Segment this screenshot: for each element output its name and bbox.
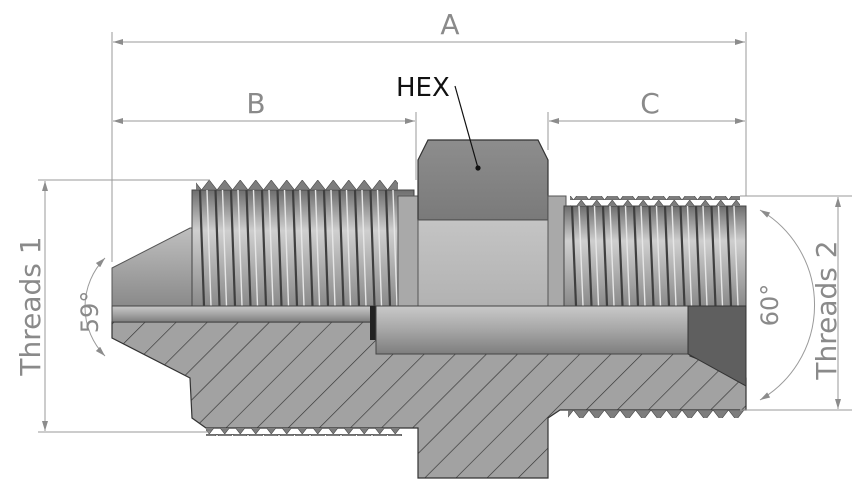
thread-highlight [314, 189, 321, 307]
thread-highlight [283, 189, 290, 307]
bore-step [370, 306, 378, 340]
dim-label-a: A [440, 8, 459, 41]
angle-arc-right [759, 209, 815, 401]
thread-groove [369, 189, 376, 307]
thread-groove [710, 205, 717, 307]
thread-highlight [345, 189, 352, 307]
thread-highlight [593, 205, 600, 307]
angle-label-left: 59° [76, 291, 104, 334]
thread-highlight [686, 205, 693, 307]
bore-left [111, 305, 375, 323]
thread-highlight [702, 205, 708, 307]
right-neck [547, 195, 567, 307]
right-cone-seat [687, 305, 747, 387]
right-thread-crests-bottom [568, 410, 744, 418]
dim-label-threads-2: Threads 2 [810, 240, 843, 380]
thread-groove [322, 189, 330, 307]
thread-highlight [330, 189, 336, 307]
hex-label: HEX [396, 73, 450, 103]
thread-highlight [376, 189, 383, 307]
thread-highlight [206, 189, 212, 307]
hex-flat-lower [417, 219, 549, 307]
bore-right [375, 305, 691, 355]
left-cone [111, 227, 197, 307]
thread-groove [601, 205, 609, 307]
thread-groove [384, 189, 392, 307]
thread-groove [617, 205, 624, 307]
dim-label-c: C [640, 87, 660, 120]
thread-highlight [392, 189, 398, 307]
thread-highlight [237, 189, 243, 307]
thread-groove [570, 205, 578, 307]
thread-groove [291, 189, 299, 307]
thread-highlight [578, 205, 584, 307]
hex-leader-line [454, 85, 479, 169]
dim-label-b: B [246, 87, 265, 120]
right-thread-crests [570, 196, 740, 206]
thread-groove [245, 189, 252, 307]
thread-highlight [299, 189, 305, 307]
thread-groove [307, 189, 314, 307]
left-neck [397, 195, 419, 307]
thread-groove [694, 205, 702, 307]
angle-arc-left [84, 257, 106, 357]
thread-highlight [624, 205, 631, 307]
fitting-exterior [111, 139, 747, 307]
right-thread-grooves [570, 205, 739, 307]
thread-groove [229, 189, 237, 307]
fitting-section [111, 305, 747, 479]
thread-highlight [268, 189, 274, 307]
thread-highlight [361, 189, 367, 307]
thread-highlight [640, 205, 646, 307]
angle-label-right: 60° [756, 284, 784, 327]
thread-groove [260, 189, 268, 307]
thread-groove [648, 205, 655, 307]
thread-groove [586, 205, 593, 307]
thread-highlight [717, 205, 724, 307]
left-thread-crests-bottom [206, 428, 402, 436]
thread-groove [663, 205, 671, 307]
thread-highlight [655, 205, 662, 307]
thread-groove [214, 189, 221, 307]
thread-groove [353, 189, 361, 307]
thread-groove [338, 189, 345, 307]
thread-highlight [252, 189, 259, 307]
hex-nut [417, 139, 549, 221]
thread-groove [276, 189, 283, 307]
thread-groove [198, 189, 206, 307]
thread-highlight [221, 189, 228, 307]
dim-label-threads-1: Threads 1 [14, 236, 47, 376]
thread-highlight [733, 205, 739, 307]
thread-groove [632, 205, 640, 307]
left-thread-crests [196, 180, 398, 190]
thread-groove [725, 205, 733, 307]
dimensions: A B C HEX Threads 1 Threads 2 59° 60° [14, 8, 852, 433]
thread-groove [679, 205, 686, 307]
thread-highlight [609, 205, 615, 307]
left-thread-grooves [198, 189, 398, 307]
thread-highlight [671, 205, 677, 307]
